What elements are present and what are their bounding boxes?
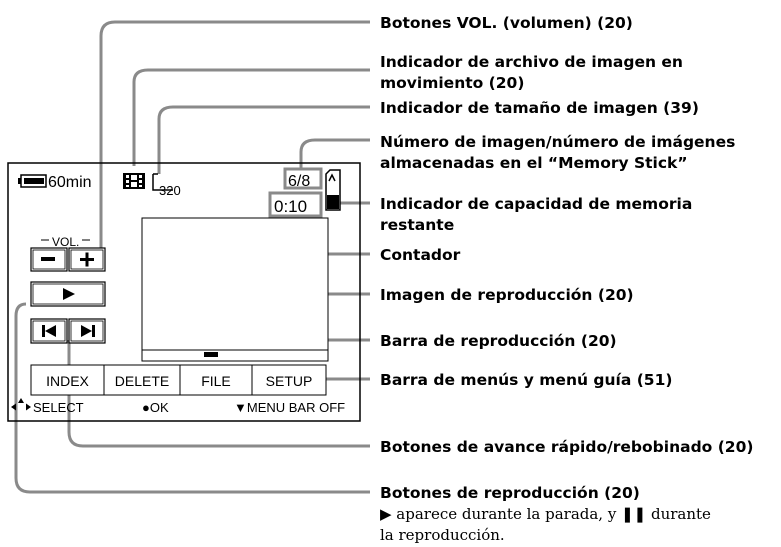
- callout-image-size: Indicador de tamaño de imagen (39): [380, 99, 699, 117]
- callout-menu-bar: Barra de menús y menú guía (51): [380, 371, 672, 389]
- callout-image-number-2: almacenadas en el “Memory Stick”: [380, 154, 688, 172]
- vol-minus-button[interactable]: [30, 247, 68, 272]
- menu-bar: INDEX DELETE FILE SETUP: [30, 364, 327, 396]
- lcd-frame: [7, 162, 361, 422]
- guide-menu-bar-off: ▼MENU BAR OFF: [234, 400, 345, 415]
- guide-select: SELECT: [33, 400, 84, 415]
- callout-memory-capacity: Indicador de capacidad de memoria: [380, 195, 692, 213]
- callout-movie-file: Indicador de archivo de imagen en: [380, 53, 683, 71]
- skip-forward-icon: [81, 325, 95, 337]
- play-icon: [63, 288, 75, 300]
- leader-vol: [99, 20, 370, 252]
- image-counter: 6/8: [288, 173, 310, 190]
- callout-playback-buttons: Botones de reproducción (20): [380, 484, 640, 502]
- callout-playback-note-2: la reproducción.: [380, 526, 505, 544]
- callout-ff-rew: Botones de avance rápido/rebobinado (20): [380, 438, 753, 456]
- callout-memory-capacity-2: restante: [380, 216, 454, 234]
- battery-icon: [18, 174, 47, 188]
- playback-bar: [142, 349, 328, 357]
- image-size-icon: [152, 173, 173, 191]
- menu-item-setup[interactable]: SETUP: [266, 373, 313, 389]
- image-counter-box: [283, 167, 323, 190]
- battery-time: 60min: [48, 174, 92, 191]
- menu-item-index[interactable]: INDEX: [46, 373, 89, 389]
- callout-playback-note: ▶ aparece durante la parada, y ❚❚ durant…: [380, 505, 711, 523]
- leader-playback: [14, 302, 370, 494]
- callout-counter: Contador: [380, 246, 461, 264]
- film-icon: [123, 173, 145, 189]
- elapsed-time: 0:10: [274, 197, 307, 216]
- leader-image-number: [299, 138, 370, 168]
- callout-labels: Botones VOL. (volumen) (20) Indicador de…: [380, 14, 753, 544]
- callout-playback-image: Imagen de reproducción (20): [380, 286, 634, 304]
- memory-capacity-icon: [325, 169, 341, 211]
- callout-movie-file-2: movimiento (20): [380, 74, 524, 92]
- callout-vol-buttons: Botones VOL. (volumen) (20): [380, 14, 633, 32]
- elapsed-time-box: [268, 191, 323, 218]
- vol-label: VOL.: [52, 235, 79, 249]
- playback-position-marker: [204, 352, 218, 357]
- svg-text:SETUP: SETUP: [266, 373, 313, 389]
- rewind-button[interactable]: [30, 318, 68, 344]
- leader-image-size: [157, 105, 370, 174]
- playback-image: [141, 217, 329, 362]
- arrow-keys-icon: [11, 398, 31, 411]
- lcd-screen: 60min 320 6/8 0:10: [7, 162, 361, 422]
- vol-plus-button[interactable]: [68, 247, 106, 272]
- menu-guide: SELECT ●OK ▼MENU BAR OFF: [11, 398, 345, 415]
- guide-ok: ●OK: [142, 400, 169, 415]
- menu-item-delete[interactable]: DELETE: [115, 373, 169, 389]
- svg-text:INDEX: INDEX: [46, 373, 89, 389]
- plus-icon: [80, 252, 94, 267]
- leader-movie-file: [132, 68, 370, 166]
- skip-back-icon: [42, 325, 56, 337]
- leader-ff-rew: [67, 340, 370, 448]
- minus-icon: [41, 257, 55, 261]
- play-button[interactable]: [30, 281, 106, 307]
- callout-playback-bar: Barra de reproducción (20): [380, 332, 617, 350]
- callout-image-number: Número de imagen/número de imágenes: [380, 133, 735, 151]
- image-size-value: 320: [159, 183, 181, 198]
- svg-text:FILE: FILE: [201, 373, 231, 389]
- fast-forward-button[interactable]: [68, 318, 106, 344]
- menu-item-file[interactable]: FILE: [201, 373, 231, 389]
- svg-text:DELETE: DELETE: [115, 373, 169, 389]
